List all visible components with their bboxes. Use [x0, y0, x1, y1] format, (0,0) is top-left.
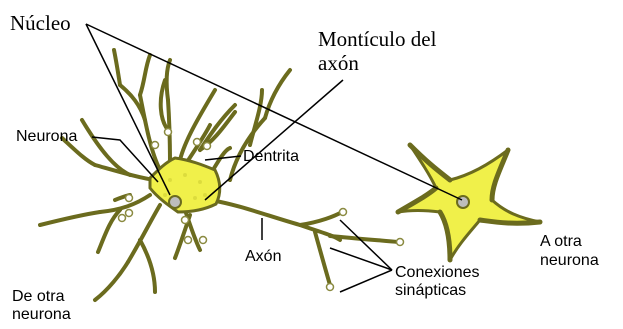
label-otra-neurona-line2: neurona [540, 252, 599, 270]
dendrite [140, 55, 150, 95]
label-nucleo: Núcleo [10, 12, 71, 35]
target-neuron [398, 145, 540, 260]
axon-branch [300, 212, 342, 225]
dendrite [265, 70, 290, 118]
label-conexiones-line2: sinápticas [395, 282, 466, 300]
conexiones-leader [340, 270, 392, 292]
conexiones-leader [330, 248, 392, 270]
dendrite [98, 210, 120, 252]
label-neurona: Neurona [16, 128, 77, 146]
dendrite [140, 240, 155, 292]
dendrite [40, 212, 100, 225]
axon-branch [315, 232, 330, 285]
label-monticulo-line2: axón [318, 52, 359, 75]
conexiones-leader [340, 220, 392, 270]
dendrite [167, 60, 170, 100]
label-conexiones-line1: Conexiones [395, 264, 480, 282]
nucleo-leader [86, 24, 170, 195]
label-de-otra-line1: De otra [12, 288, 64, 306]
nucleus [169, 196, 181, 208]
dendrite [140, 95, 160, 170]
dendrite [95, 262, 128, 300]
label-monticulo-line1: Montículo del [318, 28, 436, 51]
label-de-otra-line2: neurona [12, 306, 71, 324]
label-axon: Axón [245, 248, 281, 266]
label-otra-neurona-line1: A otra [540, 233, 582, 251]
dendrite [250, 90, 262, 145]
dendrite [114, 50, 120, 85]
label-dentrita: Dentrita [243, 148, 299, 166]
source-neuron [40, 50, 398, 300]
